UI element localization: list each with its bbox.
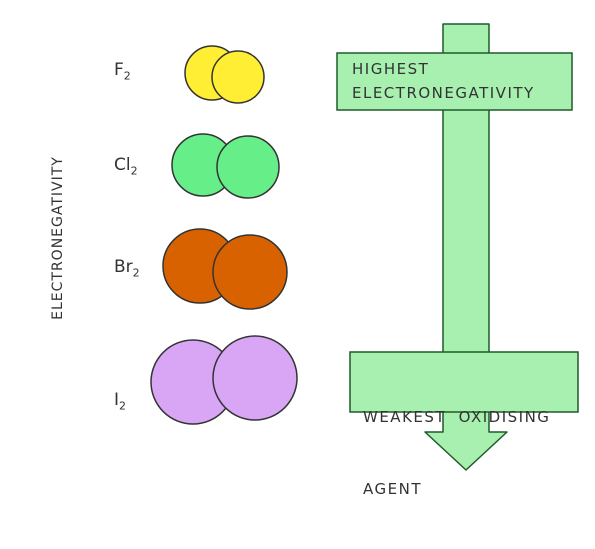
- cl2-subscript: 2: [130, 164, 138, 178]
- f2-subscript: 2: [123, 69, 131, 83]
- br2-symbol: Br: [114, 257, 133, 277]
- cl2-symbol: Cl: [114, 155, 131, 175]
- bottom-box-line1: WEAKEST OXIDISING: [363, 408, 551, 426]
- halogen-electronegativity-diagram: ELECTRONEGATIVITY F2 Cl2 Br2 I2 HIGHEST …: [50, 23, 579, 498]
- br2-label: Br2: [114, 257, 140, 279]
- fluorine-atom-right: [211, 50, 265, 104]
- highest-electronegativity-box: [336, 52, 573, 111]
- br2-subscript: 2: [132, 266, 140, 280]
- bottom-box-text: WEAKEST OXIDISING AGENT: [363, 357, 550, 549]
- weakest-oxidising-agent-box: [349, 351, 579, 413]
- top-box-text: HIGHEST ELECTRONEGATIVITY: [352, 57, 535, 105]
- i2-symbol: I: [114, 390, 120, 410]
- f2-label: F2: [114, 60, 131, 82]
- bottom-box-line2: AGENT: [363, 480, 422, 498]
- cl2-label: Cl2: [114, 155, 138, 177]
- electronegativity-axis-label: ELECTRONEGATIVITY: [50, 156, 66, 320]
- chlorine-atom-right: [216, 135, 280, 199]
- i2-label: I2: [114, 390, 126, 412]
- iodine-atom-right: [212, 335, 298, 421]
- bromine-atom-right: [212, 234, 288, 310]
- diagram-canvas: [150, 23, 579, 471]
- i2-subscript: 2: [119, 399, 127, 413]
- top-box-line2: ELECTRONEGATIVITY: [352, 84, 535, 102]
- f2-symbol: F: [114, 60, 124, 80]
- top-box-line1: HIGHEST: [352, 60, 430, 78]
